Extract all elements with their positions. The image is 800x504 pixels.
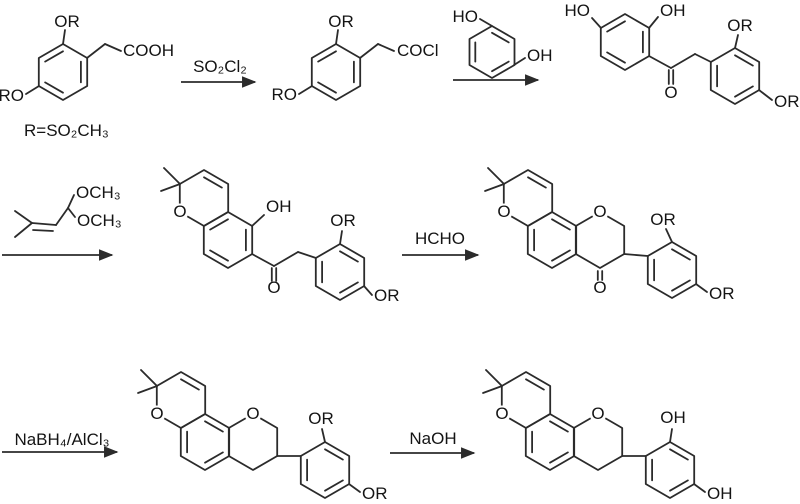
skeleton-bonds	[482, 369, 706, 493]
label-ho: HO	[565, 1, 591, 20]
label-carbonyl-o: O	[593, 278, 606, 297]
label-ro: RO	[0, 86, 24, 105]
reagent-naoh: NaOH	[409, 429, 456, 448]
benzene-ring	[202, 211, 254, 269]
label-oh: OH	[266, 197, 292, 216]
label-or: OR	[308, 409, 334, 428]
label-r-definition: R=SO₂CH₃	[24, 121, 109, 140]
structure-protected-phenylacetic-acid: OR COOH RO R=SO₂CH₃	[0, 12, 174, 140]
label-or: OR	[709, 284, 735, 303]
reagent-so2cl2: SO₂Cl₂	[193, 57, 247, 76]
skeleton-bonds	[479, 18, 526, 66]
reaction-step-hcho: HCHO	[402, 229, 480, 261]
ring-oxygen-mask	[495, 203, 513, 221]
structure-resorcinol: HO OH	[453, 7, 553, 86]
ring-oxygen-mask	[493, 405, 511, 423]
phenyl-ring	[299, 441, 351, 499]
benzene-ring	[37, 43, 89, 101]
label-oh: OH	[660, 1, 686, 20]
label-cocl: COCl	[397, 41, 439, 60]
label-oh: OH	[660, 408, 686, 427]
label-ring-o: O	[591, 404, 604, 423]
label-oh: OH	[527, 46, 553, 65]
ring-oxygen-mask	[244, 405, 262, 423]
label-or: OR	[54, 12, 80, 31]
phenyl-ring	[709, 47, 761, 105]
label-or: OR	[374, 286, 400, 305]
reaction-step-so2cl2: SO₂Cl₂	[181, 57, 257, 88]
label-or: OR	[774, 92, 800, 111]
skeleton-bonds	[25, 29, 122, 95]
structure-dihydroxy-deoxybenzoin: HO OH O OR OR	[565, 1, 800, 111]
reagent-hcho: HCHO	[415, 229, 465, 248]
chroman-ring	[572, 413, 624, 471]
skeleton-bonds	[591, 16, 773, 101]
pyran-ring	[155, 371, 207, 429]
label-ring-o: O	[593, 202, 606, 221]
resorcinol-ring	[599, 13, 651, 71]
label-ho: HO	[453, 7, 479, 26]
phenyl-ring	[314, 243, 366, 301]
label-ring-o: O	[246, 404, 259, 423]
chroman-ring	[227, 413, 279, 471]
ring-oxygen-mask	[591, 203, 609, 221]
label-carbonyl-o: O	[267, 278, 280, 297]
benzene-ring	[179, 413, 231, 471]
structure-pyranochromanone: O O O OR OR	[484, 167, 735, 303]
benzene-ring	[310, 43, 362, 101]
benzene-ring	[524, 413, 576, 471]
phenyl-ring	[644, 441, 696, 499]
phenyl-ring	[646, 241, 698, 299]
skeleton-bonds	[298, 29, 395, 95]
reaction-step-nabh4-alcl3: NaBH₄/AlCl₃	[2, 430, 119, 458]
reagent-nabh4-alcl3: NaBH₄/AlCl₃	[14, 430, 109, 449]
label-cooh: COOH	[123, 41, 174, 60]
pyran-ring	[178, 169, 230, 227]
structure-acid-chloride: OR COCl RO	[272, 12, 439, 104]
label-oh: OH	[707, 484, 733, 503]
label-carbonyl-o: O	[664, 83, 677, 102]
ring-oxygen-mask	[148, 405, 166, 423]
chromanone-ring	[574, 211, 626, 269]
label-ring-o: O	[150, 404, 163, 423]
benzene-ring	[468, 25, 516, 79]
label-or: OR	[650, 210, 676, 229]
label-och3: OCH₃	[77, 211, 122, 230]
ring-oxygen-mask	[589, 405, 607, 423]
reaction-step-naoh: NaOH	[390, 429, 476, 459]
label-och3: OCH₃	[76, 183, 121, 202]
label-or: OR	[362, 484, 388, 503]
label-or: OR	[328, 12, 354, 31]
structure-final-dihydroxy-product: O O OH OH	[482, 369, 733, 503]
label-ring-o: O	[497, 202, 510, 221]
structure-chromene-ketone: O OH O OR OR	[160, 167, 400, 305]
benzene-ring	[526, 211, 578, 269]
skeleton-bonds	[14, 194, 76, 238]
label-or: OR	[330, 211, 356, 230]
skeleton-bonds	[160, 167, 373, 296]
structure-protected-pyranochroman: O O OR OR	[137, 369, 388, 503]
pyran-ring	[500, 371, 552, 429]
structure-dimethyl-acetal-reagent: OCH₃ OCH₃	[2, 183, 122, 261]
skeleton-bonds	[137, 369, 361, 493]
skeleton-bonds	[484, 167, 708, 293]
label-ring-o: O	[495, 404, 508, 423]
label-ro: RO	[272, 85, 298, 104]
label-or: OR	[727, 16, 753, 35]
label-ring-o: O	[173, 202, 186, 221]
pyran-ring	[502, 169, 554, 227]
ring-oxygen-mask	[171, 203, 189, 221]
